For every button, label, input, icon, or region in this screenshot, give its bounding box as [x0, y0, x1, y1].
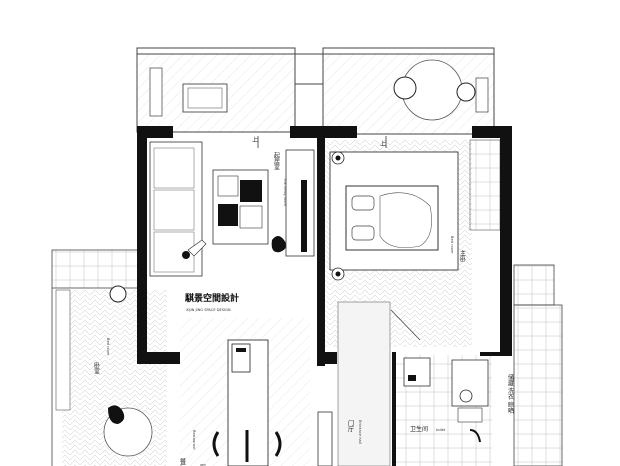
living-room: 上 起居室 The living room [147, 136, 317, 288]
balcony-cabinet [149, 67, 163, 117]
laundry-label: 储藏 洗衣 晾晒 [507, 373, 514, 415]
entrance-label-en: Entrance hall [358, 420, 362, 444]
entrance-hall: 门厅 Entrance hall [337, 301, 421, 466]
restaurant-label: 餐厅 [179, 457, 186, 466]
brand-subtitle: XIJIN JING SPACE DESIGN [186, 308, 231, 312]
wardrobe [469, 139, 501, 231]
laundry-area: 储藏 洗衣 晾晒 [507, 264, 563, 466]
second-bedroom: 卧室 Bed room [51, 249, 167, 466]
chair-icon [274, 431, 282, 457]
toilet-fixture [403, 357, 431, 387]
dog-icon [108, 405, 125, 424]
toilet: 卫生间 toilet [392, 355, 492, 466]
side-table [240, 180, 262, 202]
chair-icon [212, 431, 220, 457]
kitchen-label: 厨房 [199, 464, 206, 466]
brand-title: 騏景空間設計 [185, 292, 239, 304]
entrance-label: 门厅 [347, 419, 354, 432]
dining-area: 餐厅 Restaurant [179, 318, 333, 466]
lounge-chair [182, 83, 228, 113]
second-bedroom-label-en: Bed room [106, 338, 110, 356]
person-icon [182, 251, 190, 259]
second-bedroom-label: 卧室 [93, 361, 100, 374]
living-room-label-en: The living room [283, 177, 287, 206]
restaurant-label-en: Restaurant [192, 430, 196, 450]
tv-cabinet [285, 149, 315, 257]
sink [457, 407, 483, 423]
chair-icon [456, 82, 476, 102]
living-room-label: 起居室 [273, 151, 280, 170]
bedroom-label-en: Bed room [450, 236, 454, 254]
chair-icon [393, 76, 417, 100]
arrow-up-text: 上 [252, 136, 258, 144]
balcony [136, 47, 495, 135]
walls [137, 126, 512, 466]
arrow-up-text: 上 [380, 140, 386, 148]
toilet-label-en: toilet [436, 428, 446, 432]
dog-icon [271, 236, 287, 253]
bedroom-label: 主卧 [459, 249, 466, 263]
toilet-label: 卫生间 [410, 425, 428, 433]
